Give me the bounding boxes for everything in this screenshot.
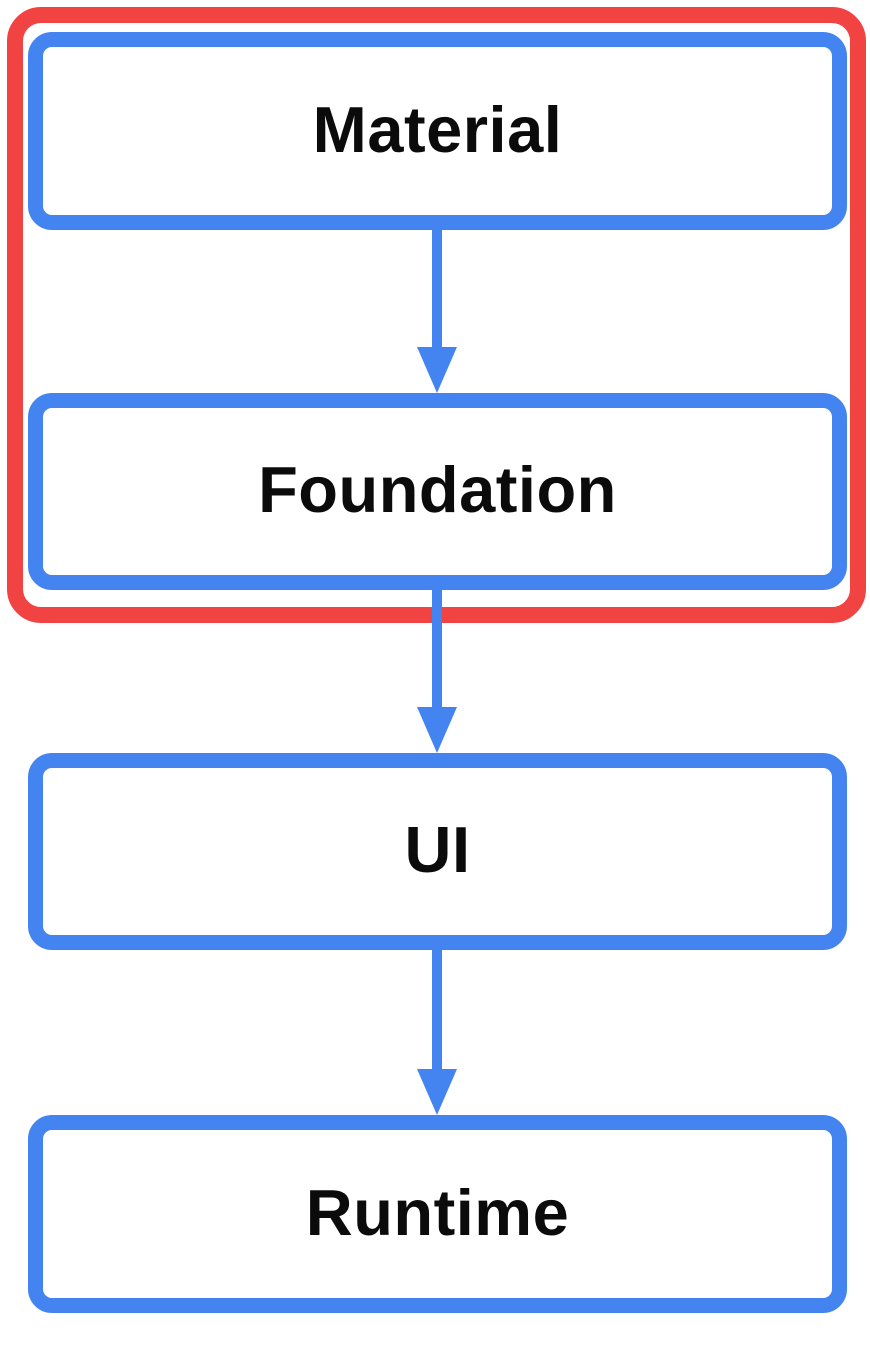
node-runtime: Runtime <box>28 1115 847 1313</box>
node-ui-label: UI <box>404 813 471 886</box>
node-material-label: Material <box>312 92 563 166</box>
arrow-foundation-to-ui <box>417 590 457 753</box>
highlight-group-outline <box>7 7 866 623</box>
node-runtime-label: Runtime <box>305 1175 570 1249</box>
arrow-head-icon <box>417 347 457 393</box>
node-foundation-label: Foundation <box>258 453 617 526</box>
arrow-ui-to-runtime <box>417 950 457 1115</box>
node-ui: UI <box>28 753 847 950</box>
node-foundation: Foundation <box>28 393 847 590</box>
arrow-head-icon <box>417 707 457 753</box>
arrow-stem <box>432 950 442 1069</box>
node-material: Material <box>28 32 847 230</box>
arrow-head-icon <box>417 1069 457 1115</box>
arrow-material-to-foundation <box>417 230 457 393</box>
arrow-stem <box>432 590 442 707</box>
arrow-stem <box>432 230 442 347</box>
